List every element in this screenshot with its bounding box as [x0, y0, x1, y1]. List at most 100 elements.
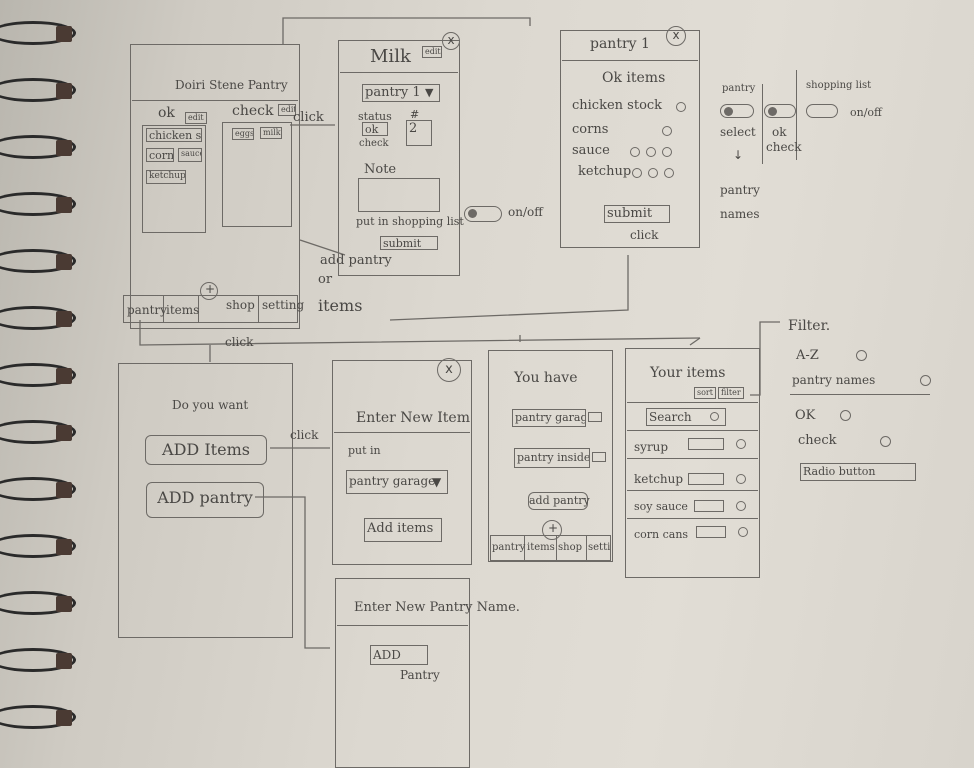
- screen-youhave: [488, 350, 613, 562]
- radio-icon[interactable]: [736, 501, 746, 511]
- filter-option: check: [798, 433, 837, 448]
- edit-tag[interactable]: [592, 452, 606, 462]
- filter-option: OK: [795, 408, 816, 423]
- screen-milk: [338, 40, 460, 276]
- item-status-select[interactable]: [688, 473, 724, 485]
- tab-items[interactable]: items: [527, 542, 555, 553]
- legend-ok-check[interactable]: [764, 104, 796, 118]
- radio-icon[interactable]: [630, 147, 640, 157]
- pantry-item: ketchup: [578, 164, 632, 179]
- items-label: items: [318, 296, 363, 315]
- notebook-spiral: [0, 0, 80, 768]
- ok-item[interactable]: chicken stock: [146, 128, 202, 142]
- add-fab[interactable]: [542, 520, 562, 540]
- radio-icon[interactable]: [856, 350, 867, 361]
- tab-shop[interactable]: shop: [226, 298, 255, 312]
- qty-select[interactable]: 2: [406, 120, 432, 146]
- filter-title: Filter.: [788, 318, 831, 334]
- radio-icon[interactable]: [736, 474, 746, 484]
- radio-icon[interactable]: [662, 147, 672, 157]
- tab-pantry[interactable]: pantry: [492, 542, 526, 553]
- tab-setting[interactable]: setting: [262, 298, 305, 312]
- item-status-select[interactable]: [688, 438, 724, 450]
- radio-icon[interactable]: [738, 527, 748, 537]
- screen-youritems: [625, 348, 760, 578]
- pantry1-title: pantry 1: [590, 36, 650, 52]
- radio-icon[interactable]: [736, 439, 746, 449]
- edit-tag[interactable]: edit: [422, 46, 442, 58]
- filter-option: pantry names: [792, 373, 876, 387]
- pantry1-subtitle: Ok items: [602, 70, 666, 86]
- legend-names: pantry names: [720, 183, 760, 221]
- click-label: click: [630, 228, 659, 242]
- item-status-select[interactable]: [696, 526, 726, 538]
- click-label: click: [225, 335, 254, 349]
- spiral-ring: [0, 132, 78, 160]
- radio-icon[interactable]: [676, 102, 686, 112]
- tab-pantry[interactable]: pantry: [127, 303, 167, 317]
- edit-tag[interactable]: edit: [185, 112, 207, 124]
- pantry-item: sauce: [572, 143, 610, 158]
- legend-select[interactable]: [720, 104, 754, 118]
- add-pantry-button-label: Pantry: [400, 668, 440, 682]
- milk-title: Milk: [370, 46, 411, 67]
- ok-item[interactable]: ketchup: [146, 170, 186, 184]
- tab-items[interactable]: items: [166, 303, 200, 317]
- radio-icon[interactable]: [664, 168, 674, 178]
- ok-item[interactable]: sauce: [178, 148, 202, 162]
- radio-icon[interactable]: [840, 410, 851, 421]
- tab-shop[interactable]: shop: [558, 542, 582, 553]
- click-label: click: [290, 428, 319, 442]
- add-pantry-button[interactable]: add pantry: [528, 492, 590, 510]
- radio-icon[interactable]: [880, 436, 891, 447]
- ok-column: [142, 125, 206, 233]
- radio-icon[interactable]: [662, 126, 672, 136]
- pantry-select[interactable]: pantry garage: [346, 470, 448, 494]
- add-items-button[interactable]: Add items: [364, 518, 442, 542]
- edit-tag[interactable]: edit: [278, 104, 296, 116]
- add-fab[interactable]: [200, 282, 218, 300]
- spiral-ring: [0, 18, 78, 46]
- youritems-title: Your items: [650, 365, 726, 381]
- home-tabbar: [123, 295, 298, 323]
- arrow-down-icon: ↓: [733, 148, 744, 162]
- shopping-toggle[interactable]: [464, 206, 502, 222]
- pantry-chip[interactable]: pantry garage: [512, 409, 586, 427]
- pantry-chip[interactable]: pantry inside: [514, 448, 590, 468]
- close-icon[interactable]: x: [666, 26, 686, 46]
- status-check[interactable]: check: [359, 138, 389, 149]
- toggle-label: on/off: [508, 205, 543, 219]
- radio-icon[interactable]: [648, 168, 658, 178]
- radio-icon[interactable]: [646, 147, 656, 157]
- pantry-select[interactable]: pantry 1: [362, 84, 440, 102]
- sort-button[interactable]: sort: [694, 387, 716, 399]
- radio-icon[interactable]: [632, 168, 642, 178]
- tab-setting[interactable]: setting: [588, 542, 610, 553]
- search-input[interactable]: Search: [646, 408, 726, 426]
- check-item[interactable]: milk: [260, 127, 282, 139]
- check-item[interactable]: eggs: [232, 128, 254, 140]
- add-items-button[interactable]: ADD Items: [145, 435, 267, 465]
- note-field[interactable]: [358, 178, 440, 212]
- screen-pantry1: [560, 30, 700, 248]
- spiral-ring: [0, 75, 78, 103]
- close-icon[interactable]: x: [442, 32, 460, 50]
- newitem-title: Enter New Item: [356, 410, 470, 426]
- radio-icon[interactable]: [920, 375, 931, 386]
- status-ok[interactable]: ok: [362, 122, 388, 136]
- col-ok-label: ok: [158, 105, 175, 121]
- ok-item[interactable]: corns: [146, 148, 174, 162]
- item-name: soy sauce: [634, 500, 688, 513]
- submit-button[interactable]: submit: [604, 205, 670, 223]
- submit-button[interactable]: submit: [380, 236, 438, 250]
- add-pantry-button[interactable]: ADD pantry: [146, 482, 264, 518]
- filter-button[interactable]: filter: [718, 387, 744, 399]
- item-status-select[interactable]: [694, 500, 724, 512]
- spiral-ring: [0, 645, 78, 673]
- add-pantry-button[interactable]: ADD: [370, 645, 428, 665]
- legend-shopping-toggle[interactable]: [806, 104, 838, 118]
- close-icon[interactable]: x: [437, 358, 461, 382]
- add-pantry-label: add pantry: [320, 253, 392, 268]
- pantry-item: chicken stock: [572, 98, 663, 113]
- edit-tag[interactable]: [588, 412, 602, 422]
